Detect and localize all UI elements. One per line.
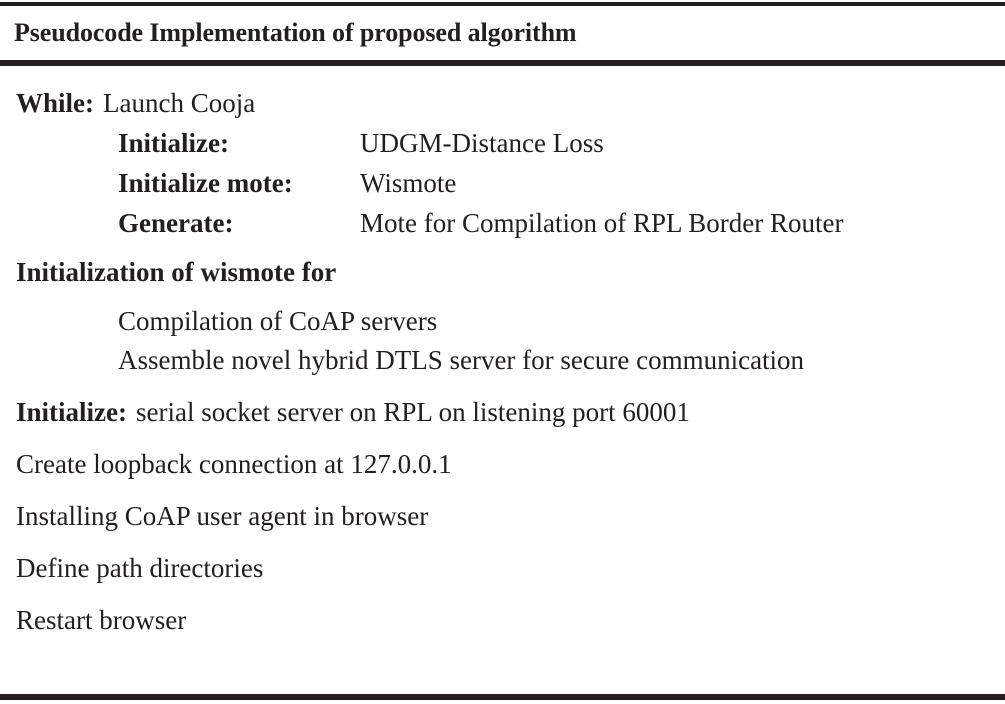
step-text: Define path directories (16, 553, 264, 583)
pseudocode-line-initialize-serial: Initialize: serial socket server on RPL … (0, 399, 1005, 426)
initialize-serial-label: Initialize: (16, 397, 127, 427)
step-text: Create loopback connection at 127.0.0.1 (16, 449, 452, 479)
pseudocode-line-initialize-mote: Initialize mote: Wismote (0, 170, 1005, 197)
step-text: Restart browser (16, 605, 187, 635)
pseudocode-section-item-1: Assemble novel hybrid DTLS server for se… (0, 347, 1005, 374)
pseudocode-step-3: Restart browser (0, 607, 1005, 634)
step-text: Installing CoAP user agent in browser (16, 501, 429, 531)
pseudocode-step-2: Define path directories (0, 555, 1005, 582)
pseudocode-body: While: Launch Cooja Initialize: UDGM-Dis… (0, 90, 1005, 634)
page-title: Pseudocode Implementation of proposed al… (14, 18, 577, 48)
initialize-model-label: Initialize: (118, 128, 229, 158)
while-value: Launch Cooja (103, 88, 256, 118)
table-bottom-rule (0, 694, 1005, 700)
initialize-mote-value: Wismote (360, 168, 457, 198)
pseudocode-step-0: Create loopback connection at 127.0.0.1 (0, 451, 1005, 478)
table-header-rule (0, 60, 1005, 66)
pseudocode-step-1: Installing CoAP user agent in browser (0, 503, 1005, 530)
pseudocode-line-initialize-model: Initialize: UDGM-Distance Loss (0, 130, 1005, 157)
table-caption-row: Pseudocode Implementation of proposed al… (0, 6, 1005, 60)
initialize-serial-value: serial socket server on RPL on listening… (135, 397, 690, 427)
initialize-mote-label: Initialize mote: (118, 168, 293, 198)
pseudocode-line-generate: Generate: Mote for Compilation of RPL Bo… (0, 210, 1005, 237)
initialize-model-value: UDGM-Distance Loss (360, 128, 604, 158)
section-item-text: Assemble novel hybrid DTLS server for se… (118, 345, 805, 375)
table-top-rule (0, 2, 1005, 6)
while-label: While: (16, 88, 94, 118)
section-heading-label: Initialization of wismote for (16, 257, 337, 287)
generate-value: Mote for Compilation of RPL Border Route… (360, 208, 844, 238)
section-item-text: Compilation of CoAP servers (118, 306, 438, 336)
generate-label: Generate: (118, 208, 234, 238)
pseudocode-section-heading: Initialization of wismote for (0, 259, 1005, 286)
pseudocode-section-item-0: Compilation of CoAP servers (0, 308, 1005, 335)
pseudocode-line-while: While: Launch Cooja (0, 90, 1005, 117)
